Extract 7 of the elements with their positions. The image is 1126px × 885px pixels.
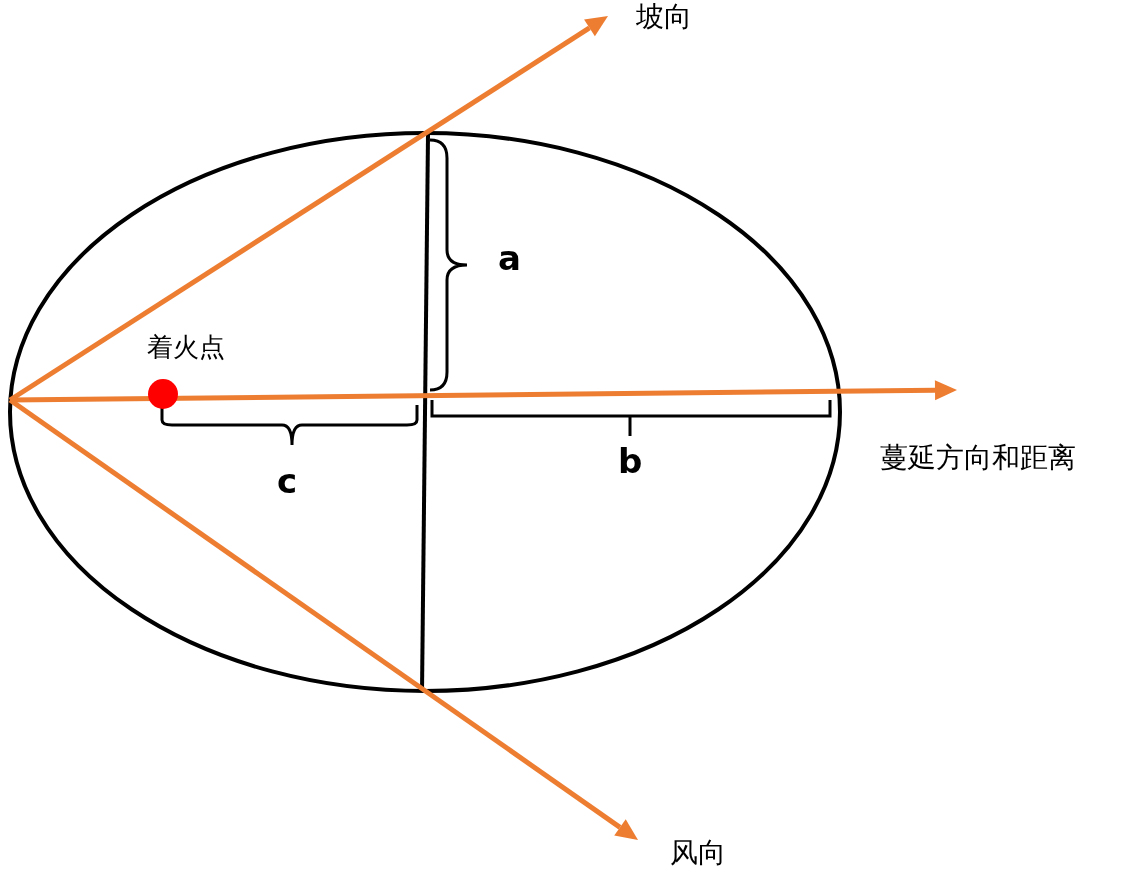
direction-label: 坡向 [636, 2, 692, 33]
direction-label: 蔓延方向和距离 [880, 443, 1076, 474]
dimension-label: b [618, 443, 643, 481]
dimension-label: c [277, 463, 298, 501]
dimension-label: a [498, 240, 521, 278]
direction-label: 风向 [670, 838, 726, 869]
point-label: 着火点 [147, 333, 225, 362]
